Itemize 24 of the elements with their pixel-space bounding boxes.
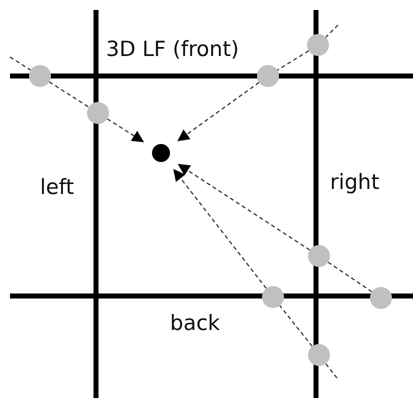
sample-point (29, 65, 51, 87)
plane-label: 3D LF (front) (106, 39, 240, 60)
plane-label: left (40, 177, 74, 198)
dashed-arrow (173, 168, 267, 289)
target-point (152, 144, 170, 162)
sample-point (262, 286, 284, 308)
dashed-line (325, 24, 338, 38)
dashed-line (48, 81, 90, 108)
dashed-line (10, 56, 32, 71)
sample-point (308, 245, 330, 267)
dashed-arrow (178, 164, 310, 250)
dashed-arrow (106, 118, 144, 142)
sample-point (257, 65, 279, 87)
dashed-arrow (177, 82, 260, 142)
dashed-line (279, 305, 313, 347)
sample-point (308, 344, 330, 366)
sample-point (370, 287, 392, 309)
sample-point (87, 102, 109, 124)
dashed-line (325, 363, 338, 378)
plane-label: right (330, 172, 380, 193)
dashed-line (276, 50, 310, 71)
sample-point (307, 34, 329, 56)
dashed-line (328, 262, 372, 292)
plane-label: back (170, 313, 220, 334)
